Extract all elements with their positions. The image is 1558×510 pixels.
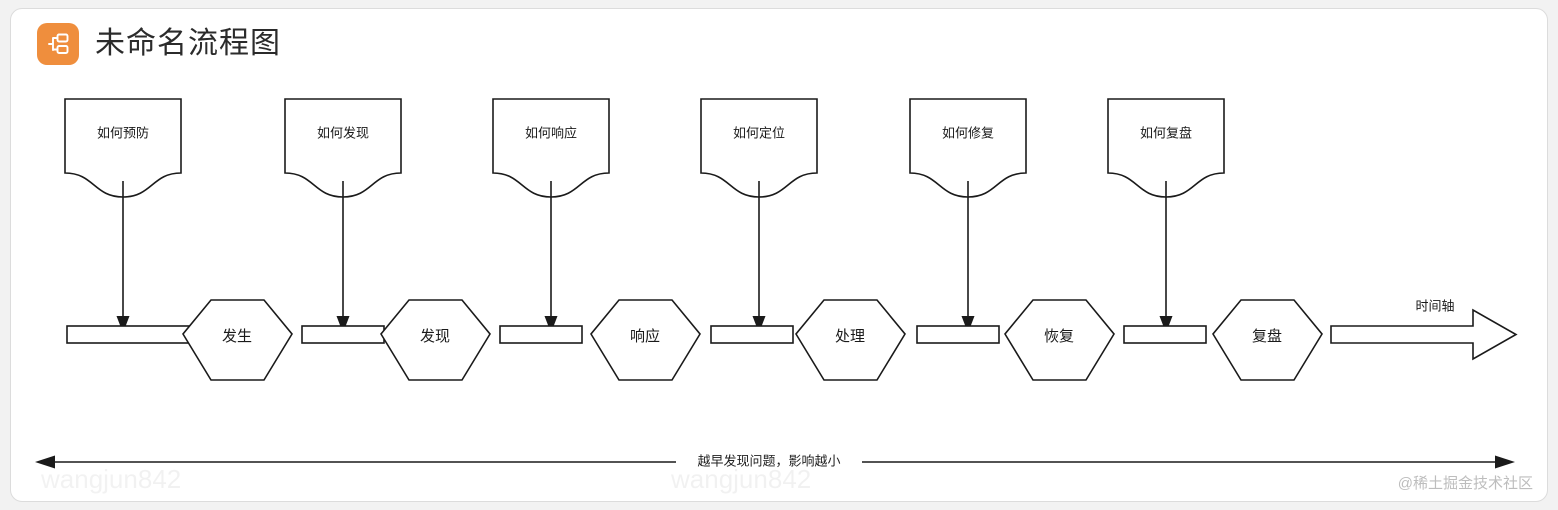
timeline-connectors <box>66 325 1207 344</box>
stage-node[interactable]: 发生 <box>182 299 293 381</box>
stage-node[interactable]: 恢复 <box>1004 299 1115 381</box>
impact-axis-label: 越早发现问题，影响越小 <box>697 453 840 468</box>
site-watermark: @稀土掘金技术社区 <box>1397 475 1533 492</box>
diagram-canvas-card[interactable]: 未命名流程图 如何预防 如何发现 <box>10 8 1548 502</box>
stage-label: 发生 <box>222 328 252 345</box>
stage-nodes: 发生 发现 响应 处理 恢复 <box>182 299 1323 381</box>
document-header: 未命名流程图 <box>37 23 281 65</box>
question-node[interactable]: 如何复盘 <box>1107 98 1225 333</box>
flowchart-icon[interactable] <box>37 23 79 65</box>
stage-label: 发现 <box>420 328 450 345</box>
stage-node[interactable]: 复盘 <box>1212 299 1323 381</box>
stage-label: 响应 <box>630 327 660 345</box>
question-nodes: 如何预防 如何发现 如何响应 <box>64 98 1225 333</box>
question-label: 如何发现 <box>317 125 369 140</box>
connector-bar <box>66 325 192 344</box>
stage-label: 处理 <box>835 328 865 345</box>
question-label: 如何响应 <box>525 125 577 140</box>
impact-axis: 越早发现问题，影响越小 <box>35 452 1515 472</box>
question-node[interactable]: 如何定位 <box>700 98 818 333</box>
question-label: 如何定位 <box>733 125 785 140</box>
time-axis-label: 时间轴 <box>1415 298 1454 313</box>
connector-bar <box>301 325 385 344</box>
stage-label: 复盘 <box>1252 327 1282 345</box>
question-node[interactable]: 如何预防 <box>64 98 182 333</box>
question-node[interactable]: 如何响应 <box>492 98 610 333</box>
question-node[interactable]: 如何发现 <box>284 98 402 333</box>
question-label: 如何预防 <box>97 125 149 140</box>
stage-node[interactable]: 处理 <box>795 299 906 381</box>
question-label: 如何修复 <box>942 125 994 140</box>
question-node[interactable]: 如何修复 <box>909 98 1027 333</box>
connector-bar <box>916 325 1000 344</box>
time-axis-arrow: 时间轴 <box>1330 298 1518 361</box>
connector-bar <box>1123 325 1207 344</box>
timeline-diagram[interactable]: 如何预防 如何发现 如何响应 <box>11 9 1548 501</box>
stage-node[interactable]: 发现 <box>380 299 491 381</box>
question-label: 如何复盘 <box>1140 125 1192 140</box>
stage-label: 恢复 <box>1044 327 1074 345</box>
connector-bar <box>499 325 583 344</box>
stage-node[interactable]: 响应 <box>590 299 701 381</box>
page-title: 未命名流程图 <box>95 27 281 60</box>
connector-bar <box>710 325 794 344</box>
